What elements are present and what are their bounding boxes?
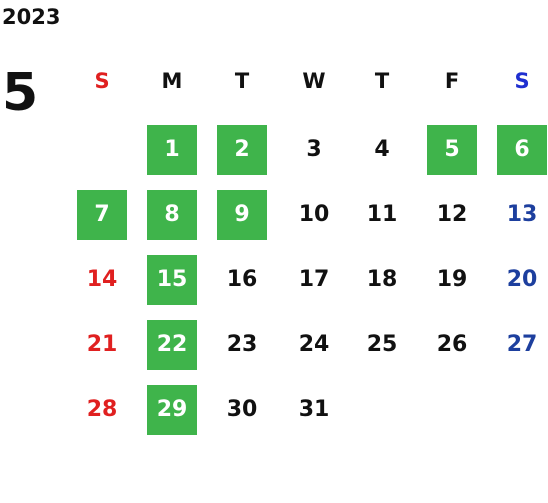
calendar-day[interactable]: 7 xyxy=(77,190,127,240)
weekday-header-tue: T xyxy=(234,69,250,93)
weekday-header-thu: T xyxy=(374,69,390,93)
weekday-header-fri: F xyxy=(444,69,460,93)
calendar-day[interactable]: 8 xyxy=(147,190,197,240)
calendar-day[interactable]: 5 xyxy=(427,125,477,175)
calendar-day[interactable]: 14 xyxy=(86,267,118,292)
calendar-day[interactable]: 12 xyxy=(436,202,468,227)
calendar-day[interactable]: 29 xyxy=(147,385,197,435)
calendar-day[interactable]: 30 xyxy=(226,397,258,422)
calendar-month: 5 xyxy=(2,63,39,123)
calendar-day[interactable]: 18 xyxy=(366,267,398,292)
calendar-day[interactable]: 23 xyxy=(226,332,258,357)
calendar-day[interactable]: 24 xyxy=(298,332,330,357)
calendar-day[interactable]: 25 xyxy=(366,332,398,357)
calendar-day[interactable]: 16 xyxy=(226,267,258,292)
weekday-header-mon: M xyxy=(161,69,183,93)
calendar-day[interactable]: 19 xyxy=(436,267,468,292)
calendar-day[interactable]: 27 xyxy=(506,332,538,357)
weekday-header-sun: S xyxy=(94,69,110,93)
calendar-day[interactable]: 22 xyxy=(147,320,197,370)
calendar-day[interactable]: 28 xyxy=(86,397,118,422)
calendar-day[interactable]: 31 xyxy=(298,397,330,422)
calendar-day[interactable]: 4 xyxy=(374,137,390,162)
calendar-day[interactable]: 9 xyxy=(217,190,267,240)
weekday-header-sat: S xyxy=(514,69,530,93)
calendar-day[interactable]: 11 xyxy=(366,202,398,227)
calendar-day[interactable]: 6 xyxy=(497,125,547,175)
calendar-day[interactable]: 20 xyxy=(506,267,538,292)
calendar-year: 2023 xyxy=(2,5,61,29)
calendar-day[interactable]: 1 xyxy=(147,125,197,175)
calendar-day[interactable]: 13 xyxy=(506,202,538,227)
calendar-day[interactable]: 17 xyxy=(298,267,330,292)
calendar-day[interactable]: 26 xyxy=(436,332,468,357)
calendar-day[interactable]: 3 xyxy=(306,137,322,162)
calendar-day[interactable]: 15 xyxy=(147,255,197,305)
weekday-header-wed: W xyxy=(302,69,326,93)
calendar-day[interactable]: 2 xyxy=(217,125,267,175)
calendar-day[interactable]: 21 xyxy=(86,332,118,357)
calendar-day[interactable]: 10 xyxy=(298,202,330,227)
